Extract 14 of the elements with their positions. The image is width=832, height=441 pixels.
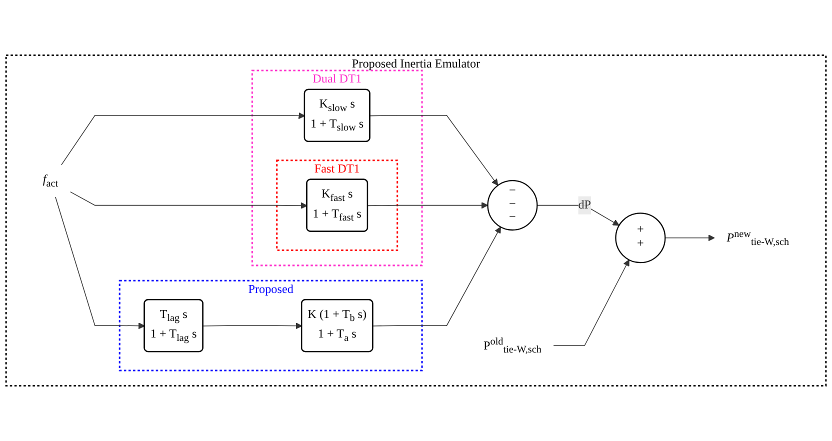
arrow <box>370 115 498 186</box>
node-text: f$_{act}$ <box>42 173 58 189</box>
edge-label: dP <box>578 198 592 212</box>
node-circle: + + <box>615 212 666 264</box>
node-circle: − − − <box>487 180 538 231</box>
arrow <box>664 234 715 242</box>
arrow <box>372 226 501 326</box>
arrow <box>553 260 630 346</box>
arrow <box>202 322 302 330</box>
arrow <box>60 112 306 166</box>
arrow <box>367 202 488 209</box>
arrow <box>55 196 145 330</box>
arrow <box>536 204 620 226</box>
arrow <box>70 191 308 209</box>
